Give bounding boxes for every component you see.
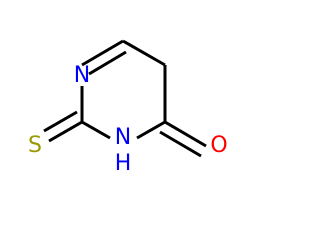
atom-n3-label: N	[115, 125, 131, 150]
bond-c4-o-double	[159, 130, 202, 158]
bond-n1-c6	[81, 39, 124, 67]
bond-c6-c5	[122, 39, 166, 67]
bond-c4-o	[164, 120, 207, 148]
atom-s-label: S	[28, 133, 42, 158]
bond-c2-s	[48, 120, 83, 143]
atom-o-label: O	[210, 133, 227, 158]
molecule-svg: N H N S O	[28, 39, 228, 176]
bond-c2-s-double	[43, 110, 78, 133]
molecule-diagram: N H N S O	[28, 39, 228, 176]
atom-n1-label: N	[74, 63, 90, 88]
atom-n3-h-label: H	[115, 151, 132, 176]
bond-n1-c6-double	[88, 50, 127, 76]
bond-c4-n3	[136, 120, 166, 140]
bond-n3-c2	[81, 120, 111, 140]
